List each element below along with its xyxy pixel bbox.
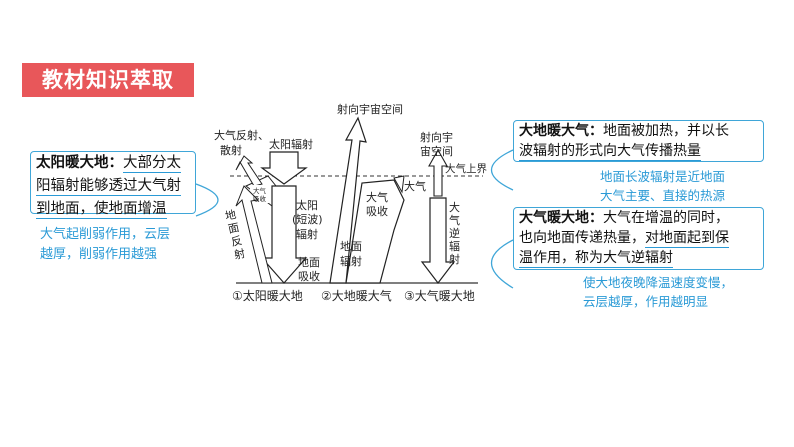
page-title: 教材知识萃取	[22, 63, 194, 97]
to-space-label: 射向宇宙空间	[337, 102, 403, 116]
sun-shortwave-label-1: 太阳	[296, 199, 318, 212]
ground-absorb-label-2: 吸收	[298, 269, 320, 283]
ground-reflect-arrow	[235, 185, 273, 284]
atmosphere-warms-earth-line1: 大气暖大地：大气在增温的同时，	[519, 208, 758, 228]
left-note-line1: 大气起削弱作用，云层	[40, 227, 171, 242]
atmosphere-warms-earth-line2: 也向地面传递热量，对地面起到保	[519, 228, 758, 248]
solar-warms-earth-heading: 太阳暖大地：	[36, 155, 123, 171]
reflect-scatter-label-1: 大气反射、	[214, 128, 269, 142]
counter-radiation-char-4: 辐	[449, 239, 460, 253]
atm-absorb-small-label-1: 大气	[253, 186, 267, 195]
ground-reflect-char-3: 反	[230, 234, 243, 249]
stage3-label: ③大气暖大地	[404, 288, 475, 303]
to-space-up-arrow	[428, 148, 448, 197]
ground-radiation-label-2: 辐射	[340, 254, 362, 268]
earth-warms-atmosphere-text1: 地面被加热，并以长	[603, 123, 729, 139]
counter-radiation-char-3: 逆	[449, 226, 460, 240]
stage1-label: ①太阳暖大地	[232, 288, 303, 303]
reflect-scatter-label-2: 散射	[220, 143, 242, 157]
right-top-note-line1: 地面长波辐射是近地面	[600, 169, 726, 184]
to-space-right-label-1: 射向宇	[420, 130, 453, 144]
counter-radiation-char-1: 大	[449, 200, 460, 214]
atmosphere-warms-earth-text1: 大气在增温的同时，	[603, 210, 729, 226]
ground-radiation-label-1: 地面	[340, 240, 362, 253]
sun-shortwave-label-2: (短波)	[292, 212, 323, 226]
atmosphere-warms-earth-box: 大气暖大地：大气在增温的同时， 也向地面传递热量，对地面起到保 温作用，称为大气…	[513, 207, 764, 270]
solar-warms-earth-text3: 到地面，使地面增温	[36, 201, 167, 219]
solar-warms-earth-text2: 阳辐射能够透过大气射	[36, 178, 181, 196]
counter-radiation-char-5: 射	[449, 252, 460, 266]
ground-radiation-arrow	[329, 116, 367, 284]
upper-atmosphere-label: 大气上界	[445, 162, 487, 175]
earth-warms-atmosphere-box: 大地暖大气：地面被加热，并以长 波辐射的形式向大气传播热量	[513, 120, 764, 162]
atm-absorb-small-label-2: 吸收	[253, 194, 267, 203]
to-space-right-label-2: 宙空间	[420, 144, 453, 158]
solar-warms-earth-box: 太阳暖大地：大部分太 阳辐射能够透过大气射 到地面，使地面增温	[30, 151, 196, 219]
right-top-note: 地面长波辐射是近地面 大气主要、直接的热源	[600, 167, 725, 205]
reflect-scatter-arrow	[235, 155, 263, 187]
atm-absorb-label-2: 吸收	[366, 204, 388, 218]
atmosphere-absorb-block	[345, 179, 405, 284]
atmosphere-warms-earth-heading: 大气暖大地：	[519, 210, 603, 226]
solar-warms-earth-line3: 到地面，使地面增温	[36, 198, 190, 221]
right-mid-connector	[490, 239, 514, 289]
earth-warms-atmosphere-text2: 波辐射的形式向大气传播热量	[519, 143, 701, 161]
atmosphere-warms-earth-text2b: 对地面起到保	[645, 230, 729, 248]
right-mid-note-line1: 使大地夜晚降温速度变慢，	[583, 275, 734, 290]
earth-warms-atmosphere-heading: 大地暖大气：	[519, 123, 603, 139]
counter-radiation-char-2: 气	[449, 213, 460, 227]
atmosphere-warms-earth-line3: 温作用，称为大气逆辐射	[519, 248, 758, 268]
ground-absorb-label-1: 地面	[298, 256, 320, 269]
solar-radiation-arrow	[260, 151, 308, 185]
stage2-label: ②大地暖大气	[321, 288, 392, 303]
ground-reflect-label: 地 面 反 射	[224, 208, 246, 262]
solar-warms-earth-text1: 大部分太	[123, 155, 181, 173]
ground-reflect-char-1: 地	[224, 208, 237, 223]
to-atmosphere-arrow	[393, 175, 405, 194]
solar-warms-earth-line2: 阳辐射能够透过大气射	[36, 175, 190, 198]
counter-radiation-arrow	[420, 197, 456, 284]
atm-absorb-label-1: 大气	[366, 190, 388, 204]
right-top-note-line2: 大气主要、直接的热源	[600, 188, 726, 203]
earth-warms-atmosphere-line2: 波辐射的形式向大气传播热量	[519, 141, 758, 161]
atmosphere-warms-earth-text3: 温作用，称为大气逆辐射	[519, 250, 673, 268]
earth-warms-atmosphere-line1: 大地暖大气：地面被加热，并以长	[519, 121, 758, 141]
right-mid-note-line2: 云层越厚，作用越明显	[583, 294, 709, 309]
counter-radiation-label: 大 气 逆 辐 射	[449, 200, 460, 266]
atmosphere-warms-earth-text2a: 也向地面传递热量，	[519, 230, 645, 246]
atmosphere-label: 大气	[404, 179, 426, 193]
right-top-connector	[491, 149, 514, 191]
left-note-line2: 越厚，削弱作用越强	[40, 247, 158, 262]
ground-reflect-char-2: 面	[227, 221, 240, 236]
sun-shortwave-label-3: 辐射	[296, 227, 318, 241]
right-mid-note: 使大地夜晚降温速度变慢， 云层越厚，作用越明显	[583, 273, 733, 311]
left-note: 大气起削弱作用，云层 越厚，削弱作用越强	[40, 225, 170, 265]
shortwave-arrow	[260, 185, 308, 284]
solar-radiation-label: 太阳辐射	[269, 137, 313, 151]
solar-warms-earth-line1: 太阳暖大地：大部分太	[36, 152, 190, 175]
ground-reflect-char-4: 射	[233, 246, 247, 262]
left-connector	[195, 183, 219, 217]
